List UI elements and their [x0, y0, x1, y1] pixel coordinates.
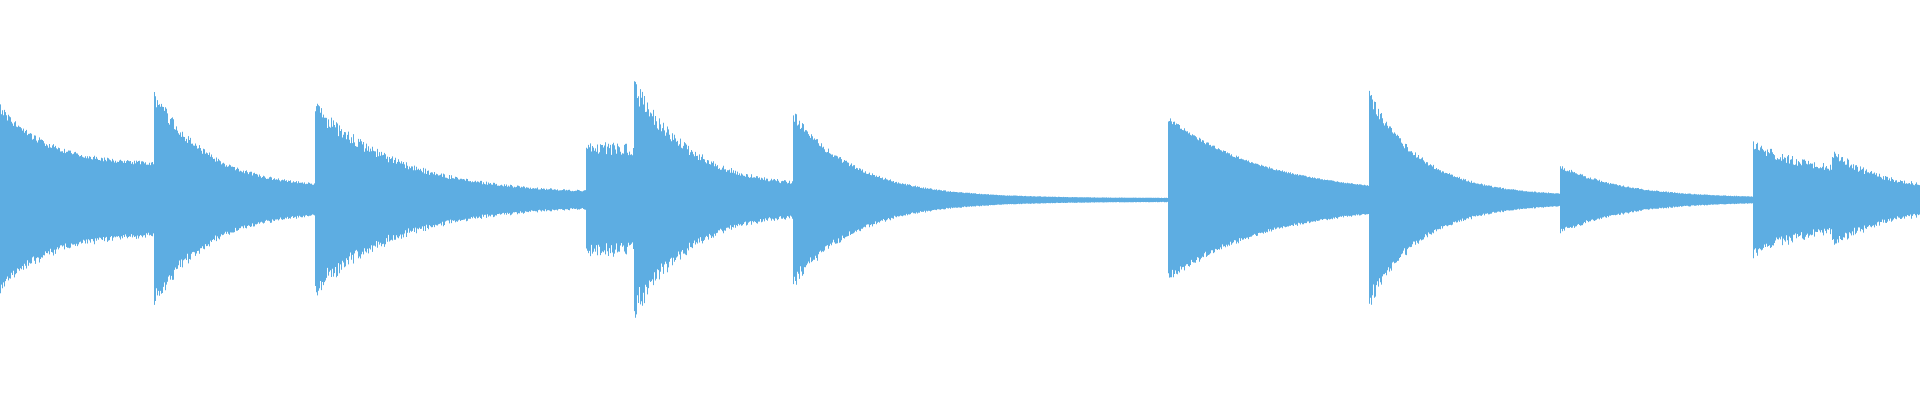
- waveform-path: [0, 81, 1920, 318]
